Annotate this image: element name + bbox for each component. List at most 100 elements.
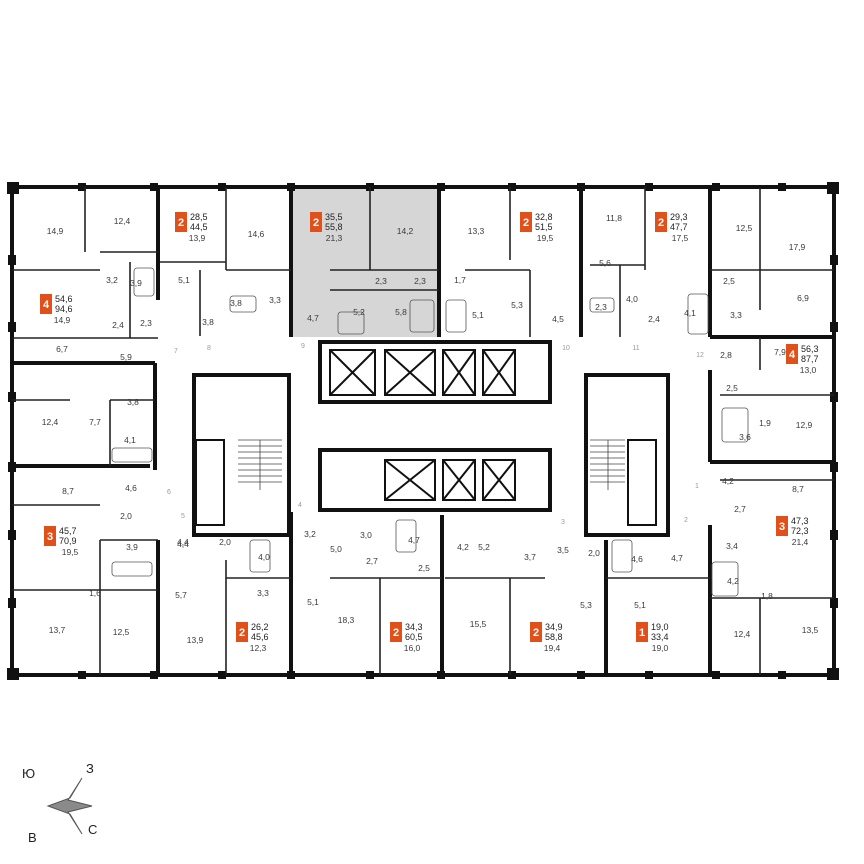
room-area-label: 7,9 bbox=[774, 347, 786, 357]
room-area-label: 4,2 bbox=[457, 542, 469, 552]
axis-mark: 4 bbox=[298, 502, 302, 509]
room-count: 3 bbox=[47, 531, 53, 543]
room-area-label: 4,4 bbox=[177, 537, 189, 547]
room-area-label: 3,8 bbox=[230, 298, 242, 308]
building-core bbox=[192, 340, 670, 537]
room-area-label: 4,2 bbox=[727, 576, 739, 586]
living-area: 28,5 bbox=[190, 212, 208, 222]
room-area-label: 3,9 bbox=[130, 278, 142, 288]
main-room-area: 19,0 bbox=[652, 643, 669, 653]
room-area-label: 3,8 bbox=[202, 317, 214, 327]
room-count-badge bbox=[390, 622, 402, 642]
room-count: 2 bbox=[393, 627, 399, 639]
room-area-label: 4,7 bbox=[408, 535, 420, 545]
interior-walls bbox=[12, 187, 834, 675]
room-area-label: 3,6 bbox=[739, 432, 751, 442]
room-area-label: 4,1 bbox=[684, 308, 696, 318]
room-area-label: 2,0 bbox=[588, 548, 600, 558]
total-area: 45,6 bbox=[251, 632, 269, 642]
room-area-label: 3,2 bbox=[106, 275, 118, 285]
main-room-area: 19,4 bbox=[544, 643, 561, 653]
living-area: 54,6 bbox=[55, 294, 73, 304]
axis-mark: 6 bbox=[167, 489, 171, 496]
room-area-label: 12,4 bbox=[114, 216, 131, 226]
total-area: 60,5 bbox=[405, 632, 423, 642]
total-area: 58,8 bbox=[545, 632, 563, 642]
room-area-label: 3,5 bbox=[557, 545, 569, 555]
room-count-badge bbox=[636, 622, 648, 642]
total-area: 55,8 bbox=[325, 222, 343, 232]
axis-mark: 8 bbox=[207, 345, 211, 352]
room-area-label: 3,0 bbox=[360, 530, 372, 540]
room-count: 1 bbox=[639, 627, 645, 639]
room-area-label: 7,7 bbox=[89, 417, 101, 427]
living-area: 34,3 bbox=[405, 622, 423, 632]
room-area-label: 5,2 bbox=[478, 542, 490, 552]
room-count: 4 bbox=[789, 349, 796, 361]
room-area-label: 3,2 bbox=[304, 529, 316, 539]
room-area-label: 2,0 bbox=[120, 511, 132, 521]
room-area-label: 6,9 bbox=[797, 293, 809, 303]
room-area-label: 1,6 bbox=[89, 588, 101, 598]
axis-mark: 1 bbox=[695, 483, 699, 490]
room-area-label: 5,9 bbox=[120, 352, 132, 362]
room-area-label: 2,3 bbox=[375, 276, 387, 286]
compass: Ю З В С bbox=[22, 761, 97, 845]
room-area-label: 4,4 bbox=[177, 539, 189, 549]
main-room-area: 13,9 bbox=[189, 233, 206, 243]
room-count: 2 bbox=[178, 217, 184, 229]
room-area-label: 12,5 bbox=[736, 223, 753, 233]
living-area: 56,3 bbox=[801, 344, 819, 354]
living-area: 26,2 bbox=[251, 622, 269, 632]
room-area-label: 6,7 bbox=[56, 344, 68, 354]
room-count-badge bbox=[655, 212, 667, 232]
axis-mark: 11 bbox=[632, 345, 639, 352]
room-area-label: 2,7 bbox=[366, 556, 378, 566]
total-area: 44,5 bbox=[190, 222, 208, 232]
room-count-badge bbox=[530, 622, 542, 642]
room-area-label: 4,1 bbox=[124, 435, 136, 445]
room-area-label: 12,5 bbox=[113, 627, 130, 637]
room-area-label: 13,9 bbox=[187, 635, 204, 645]
room-area-label: 2,3 bbox=[140, 318, 152, 328]
total-area: 94,6 bbox=[55, 304, 73, 314]
living-area: 35,5 bbox=[325, 212, 343, 222]
room-count-badge bbox=[786, 344, 798, 364]
total-area: 72,3 bbox=[791, 526, 809, 536]
room-count: 2 bbox=[239, 627, 245, 639]
room-area-label: 3,8 bbox=[127, 397, 139, 407]
room-area-label: 2,5 bbox=[726, 383, 738, 393]
room-count-badge bbox=[310, 212, 322, 232]
main-room-area: 17,5 bbox=[672, 233, 689, 243]
main-room-area: 21,3 bbox=[326, 233, 343, 243]
apartment-badge[interactable]: 2 28,544,513,9 bbox=[175, 212, 208, 243]
room-area-label: 2,7 bbox=[734, 504, 746, 514]
apartment-walls bbox=[12, 187, 834, 675]
room-count-badge bbox=[44, 526, 56, 546]
bathroom-fixtures bbox=[111, 267, 749, 597]
room-area-label: 5,1 bbox=[472, 310, 484, 320]
room-count-badge bbox=[520, 212, 532, 232]
room-area-label: 1,8 bbox=[761, 591, 773, 601]
room-area-label: 3,4 bbox=[726, 541, 738, 551]
room-area-label: 12,4 bbox=[734, 629, 751, 639]
room-area-label: 13,5 bbox=[802, 625, 819, 635]
room-area-label: 12,9 bbox=[796, 420, 813, 430]
main-room-area: 21,4 bbox=[792, 537, 809, 547]
room-area-label: 5,1 bbox=[178, 275, 190, 285]
room-area-label: 4,0 bbox=[258, 552, 270, 562]
total-area: 87,7 bbox=[801, 354, 819, 364]
